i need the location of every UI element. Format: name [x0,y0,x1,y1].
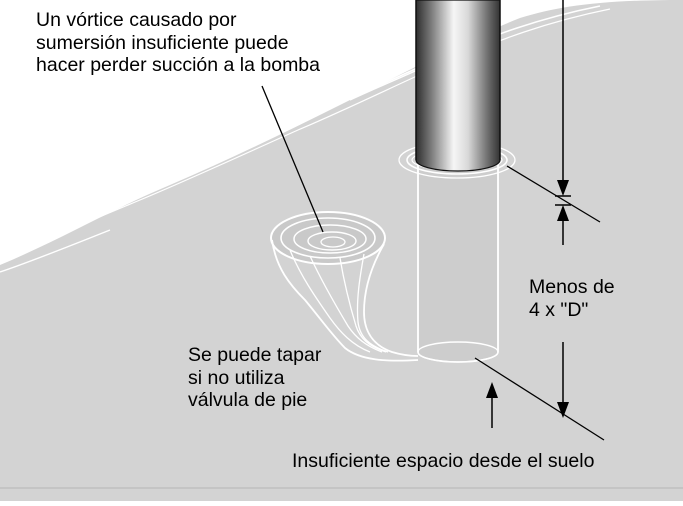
clog-label: Se puede tapar si no utiliza válvula de … [188,344,321,412]
clearance-label: Insuficiente espacio desde el suelo [292,450,594,473]
clog-label-line: Se puede tapar [188,344,322,366]
submergence-dimension [555,0,571,245]
vortex-label-line: hacer perder succión a la bomba [36,54,320,76]
clearance-dimension [486,342,569,428]
submergence-label: Menos de 4 x "D" [529,276,615,321]
water-surface-line [0,229,111,273]
clearance-label-line: Insuficiente espacio desde el suelo [292,450,595,472]
submergence-label-line: Menos de [529,276,615,298]
suction-pipe [415,0,501,172]
surface-swirl [504,0,513,12]
clearance-ref-line [474,357,605,441]
vortex-label-line: sumersión insuficiente puede [36,31,289,54]
submergence-label-line: 4 x "D" [529,298,589,321]
clog-label-line: válvula de pie [188,389,308,411]
vortex-funnel [270,211,419,362]
vortex-label: Un vórtice causado por sumersión insufic… [36,9,320,77]
pipe-submerged [417,162,499,363]
clog-label-line: si no utiliza [188,366,285,389]
vortex-label-line: Un vórtice causado por [36,9,237,31]
vortex-leader-line [261,85,324,233]
submergence-ref-line [506,165,601,223]
